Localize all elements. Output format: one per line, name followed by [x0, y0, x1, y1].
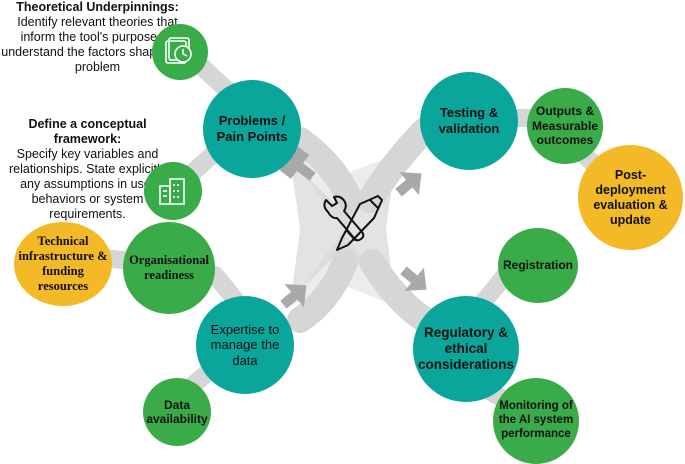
- framework-body: Specify key variables and relationships.…: [8, 147, 167, 221]
- arrow-regulatory: [400, 266, 427, 291]
- arrow-expertise: [280, 284, 307, 309]
- outputs-node: Outputs & Measurable outcomes: [527, 88, 603, 164]
- data-availability-node: Data availability: [143, 378, 211, 446]
- clock-document-icon: [152, 24, 208, 80]
- framework-title: Define a conceptual framework: [28, 117, 147, 146]
- building-icon: [144, 162, 202, 220]
- technical-node: Technical infrastructure & funding resou…: [14, 222, 112, 306]
- post-deployment-label: Post-deployment evaluation & update: [593, 167, 668, 227]
- organisational-node: Organisational readiness: [123, 222, 215, 314]
- monitoring-node: Monitoring of the AI system performance: [493, 378, 579, 464]
- arrow-testing: [395, 172, 422, 197]
- framework-note: Define a conceptual framework: Specify k…: [0, 117, 175, 222]
- data-availability-label: Data availability: [146, 397, 208, 426]
- problems-label: Problems / Pain Points: [216, 113, 288, 144]
- registration-label: Registration: [502, 258, 573, 273]
- theory-body: Identify relevant theories that inform t…: [1, 15, 194, 74]
- monitoring-label: Monitoring of the AI system performance: [498, 400, 574, 440]
- post-deployment-node: Post-deployment evaluation & update: [578, 145, 683, 250]
- technical-label: Technical infrastructure & funding resou…: [18, 234, 108, 293]
- wrench-pencil-icon: [323, 195, 383, 251]
- testing-node: Testing & validation: [420, 72, 518, 170]
- organisational-label: Organisational readiness: [129, 253, 209, 282]
- problems-node: Problems / Pain Points: [203, 80, 301, 178]
- registration-node: Registration: [498, 228, 578, 303]
- regulatory-label: Regulatory & ethical considerations: [418, 324, 515, 373]
- testing-label: Testing & validation: [438, 105, 500, 136]
- arrow-problems: [279, 146, 316, 181]
- theory-note: Theoretical Underpinnings: Identify rele…: [1, 0, 194, 74]
- flow-arrows: [279, 146, 427, 309]
- expertise-label: Expertise to manage the data: [210, 321, 280, 368]
- theory-title: Theoretical Underpinnings: [16, 0, 175, 14]
- regulatory-node: Regulatory & ethical considerations: [413, 296, 519, 402]
- outputs-label: Outputs & Measurable outcomes: [531, 104, 599, 148]
- expertise-node: Expertise to manage the data: [196, 296, 294, 394]
